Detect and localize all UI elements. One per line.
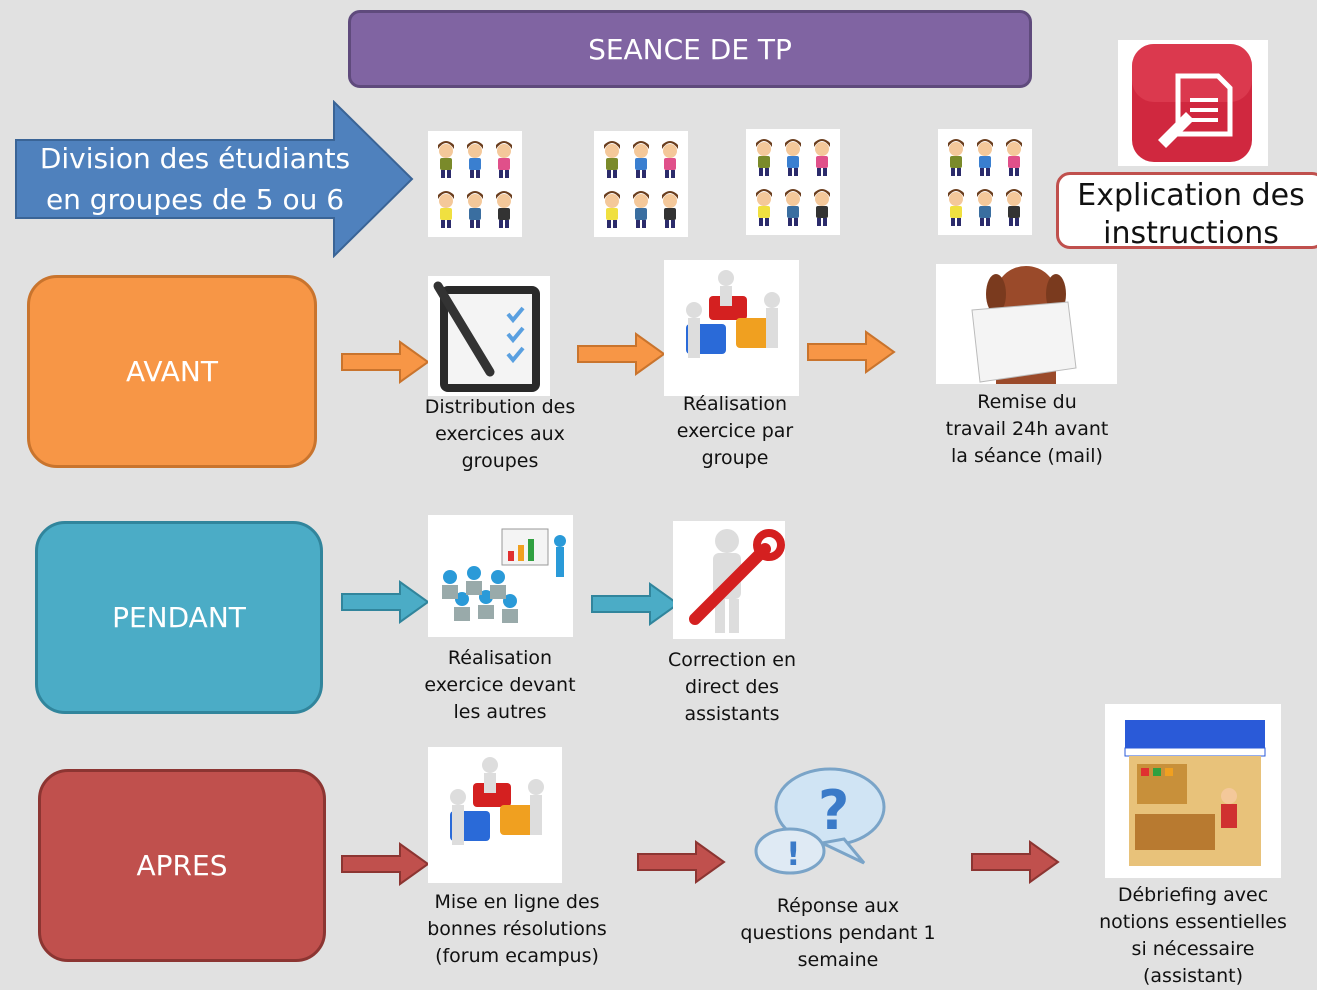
puzzle-team-icon <box>428 747 562 883</box>
avant-step-2: Réalisation exercice par groupe <box>676 393 794 469</box>
avant-arrow-2 <box>577 332 666 376</box>
puzzle-team-icon <box>664 260 799 396</box>
svg-text:!: ! <box>786 835 801 873</box>
page-title: SEANCE DE TP <box>348 10 1032 88</box>
students-group-icon <box>428 131 522 237</box>
students-group-icon <box>938 129 1032 235</box>
dog-homework-icon <box>936 264 1117 384</box>
apres-step-3: Débriefing avec notions essentielles si … <box>1099 884 1287 987</box>
apres-arrow-3 <box>971 840 1060 884</box>
instructions-label: Explication des instructions <box>1056 172 1317 251</box>
market-stall-icon <box>1105 704 1281 878</box>
avant-step-1: Distribution des exercices aux groupes <box>424 396 576 472</box>
question-bubbles-icon: ? ! <box>754 767 886 875</box>
phase-apres: APRES <box>38 769 326 962</box>
pendant-step-2: Correction en direct des assistants <box>667 649 797 725</box>
apres-arrow-2 <box>637 840 726 884</box>
avant-arrow-1 <box>341 340 430 384</box>
presentation-audience-icon <box>428 515 573 637</box>
apres-step-2: Réponse aux questions pendant 1 semaine <box>740 895 936 971</box>
apres-step-1: Mise en ligne des bonnes résolutions (fo… <box>427 891 607 967</box>
students-group-icon <box>594 131 688 237</box>
pendant-arrow-1 <box>341 580 430 624</box>
apres-arrow-1 <box>341 842 430 886</box>
svg-text:?: ? <box>818 779 849 842</box>
students-group-icon <box>746 129 840 235</box>
pendant-step-1: Réalisation exercice devant les autres <box>424 647 576 723</box>
wrench-person-icon <box>673 521 785 639</box>
division-arrow <box>15 100 414 258</box>
phase-avant: AVANT <box>27 275 317 468</box>
division-text: Division des étudiants en groupes de 5 o… <box>39 142 351 216</box>
phase-pendant: PENDANT <box>35 521 323 714</box>
pendant-arrow-2 <box>591 582 680 626</box>
document-edit-icon <box>1118 40 1268 166</box>
avant-step-3: Remise du travail 24h avant la séance (m… <box>945 391 1109 467</box>
avant-arrow-3 <box>807 330 896 374</box>
checklist-clipboard-icon <box>428 276 550 396</box>
